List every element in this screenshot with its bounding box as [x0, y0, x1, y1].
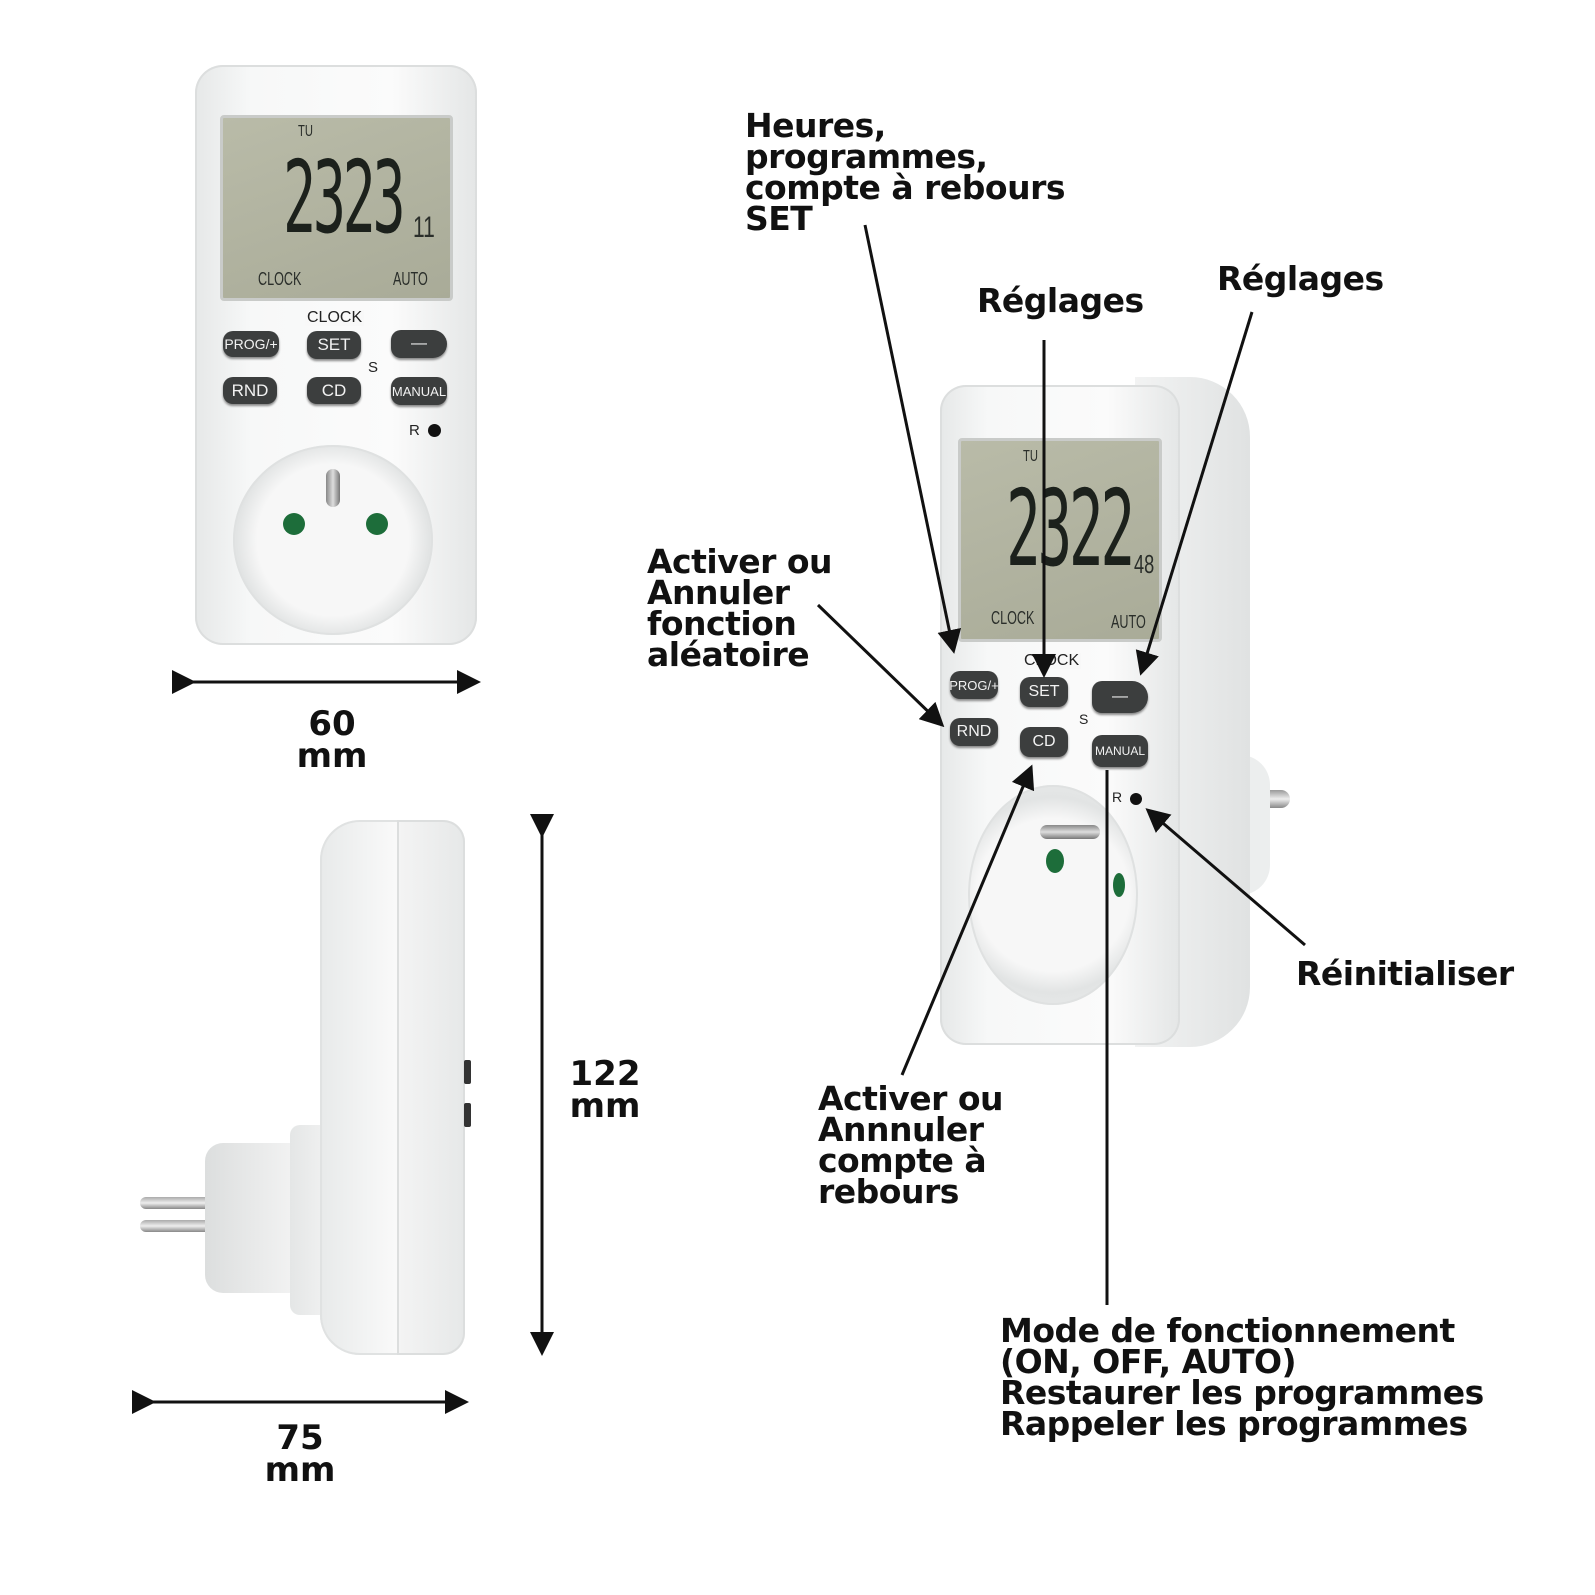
label-mode: Mode de fonctionnement (ON, OFF, AUTO) R…	[1000, 1311, 1484, 1443]
width-dimension: 60 mm	[282, 704, 382, 776]
set-button[interactable]: SET	[307, 331, 361, 359]
arrow-hours	[863, 224, 962, 654]
lcd-time: 2323	[283, 139, 406, 256]
width-value: 60	[308, 704, 356, 744]
label-line: fonction	[647, 604, 797, 643]
arrow-reset	[1145, 808, 1306, 947]
plug-base	[205, 1143, 305, 1293]
label-line: compte à	[818, 1141, 987, 1180]
s-caption: S	[1079, 711, 1089, 727]
lcd-display: TU 2323 11 CLOCK AUTO	[220, 115, 453, 301]
power-socket	[968, 785, 1138, 1005]
angled-front-face: TU 2322 48 CLOCK AUTO CLOCK PROG/+ SET —…	[940, 385, 1180, 1045]
housing-back	[320, 820, 400, 1355]
arrow-countdown	[900, 764, 1035, 1076]
label-line: SET	[745, 199, 813, 238]
arrow-settings-right	[1135, 311, 1254, 676]
angled-view-device: TU 2322 48 CLOCK AUTO CLOCK PROG/+ SET —…	[935, 375, 1295, 1050]
reset-caption: R	[409, 422, 420, 439]
power-socket	[233, 445, 433, 635]
depth-value: 75	[276, 1418, 324, 1458]
label-line: Annuler	[647, 573, 790, 612]
cd-button[interactable]: CD	[307, 377, 361, 404]
label-line: Heures,	[745, 106, 886, 145]
rnd-button[interactable]: RND	[223, 377, 277, 404]
socket-hole-left	[283, 513, 305, 535]
plug-pin-bottom	[140, 1220, 220, 1232]
label-line: Rappeler les programmes	[1000, 1404, 1468, 1443]
label-line: Activer ou	[647, 542, 833, 581]
label-line: aléatoire	[647, 635, 810, 674]
label-hours: Heures, programmes, compte à rebours SET	[745, 106, 1066, 238]
side-view-device	[135, 815, 475, 1360]
label-random: Activer ou Annuler fonction aléatoire	[647, 542, 833, 674]
height-unit: mm	[569, 1086, 641, 1126]
reset-hole[interactable]	[1130, 793, 1142, 805]
lcd-display: TU 2322 48 CLOCK AUTO	[958, 438, 1162, 642]
reset-hole[interactable]	[428, 424, 441, 437]
reset-caption: R	[1112, 789, 1123, 805]
label-reset: Réinitialiser	[1296, 954, 1514, 993]
minus-button[interactable]: —	[1092, 681, 1148, 713]
width-unit: mm	[296, 736, 368, 776]
clock-caption: CLOCK	[305, 309, 365, 326]
side-button-top	[464, 1060, 471, 1084]
depth-unit: mm	[264, 1450, 336, 1490]
lcd-mode-right: AUTO	[1111, 612, 1146, 632]
s-caption: S	[368, 359, 379, 376]
lcd-mode-left: CLOCK	[258, 269, 302, 289]
height-value: 122	[569, 1054, 641, 1094]
rnd-button[interactable]: RND	[950, 718, 998, 746]
socket-hole-left	[1046, 849, 1064, 873]
height-dimension: 122 mm	[555, 1054, 655, 1126]
housing-front	[397, 820, 465, 1355]
set-button[interactable]: SET	[1020, 677, 1068, 707]
label-countdown: Activer ou Annnuler compte à rebours	[818, 1079, 1004, 1211]
label-line: rebours	[818, 1172, 959, 1211]
label-line: compte à rebours	[745, 168, 1066, 207]
lcd-seconds: 11	[413, 211, 435, 244]
label-line: Restaurer les programmes	[1000, 1373, 1484, 1412]
depth-dimension: 75 mm	[250, 1418, 350, 1490]
label-line: Annnuler	[818, 1110, 984, 1149]
arrow-random	[816, 603, 945, 728]
earth-pin	[326, 469, 340, 507]
lcd-day: TU	[298, 123, 313, 140]
manual-button[interactable]: MANUAL	[1092, 735, 1148, 767]
label-line: programmes,	[745, 137, 988, 176]
cd-button[interactable]: CD	[1020, 727, 1068, 757]
minus-button[interactable]: —	[391, 330, 447, 358]
lcd-mode-left: CLOCK	[991, 608, 1035, 628]
label-settings-right: Réglages	[1217, 259, 1384, 298]
label-line: (ON, OFF, AUTO)	[1000, 1342, 1297, 1381]
side-button-bottom	[464, 1103, 471, 1127]
manual-button[interactable]: MANUAL	[391, 377, 447, 405]
lcd-day: TU	[1023, 448, 1038, 465]
plug-pin-top	[140, 1197, 220, 1209]
front-view-device: TU 2323 11 CLOCK AUTO CLOCK PROG/+ SET —…	[195, 65, 477, 645]
prog-plus-button[interactable]: PROG/+	[949, 671, 999, 699]
label-line: Activer ou	[818, 1079, 1004, 1118]
socket-hole-right	[1113, 873, 1125, 897]
earth-pin	[1040, 825, 1100, 839]
lcd-time: 2322	[1006, 468, 1135, 590]
lcd-seconds: 48	[1134, 549, 1155, 579]
label-settings-center: Réglages	[977, 281, 1144, 320]
lcd-mode-right: AUTO	[393, 269, 428, 289]
prog-plus-button[interactable]: PROG/+	[223, 331, 279, 357]
socket-hole-right	[366, 513, 388, 535]
label-line: Mode de fonctionnement	[1000, 1311, 1455, 1350]
